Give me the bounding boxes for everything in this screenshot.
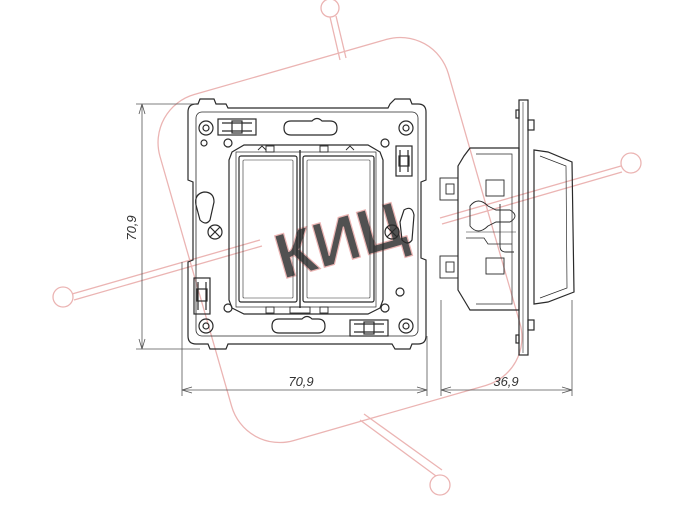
frame-hole xyxy=(380,303,390,313)
dim-label-depth: 36,9 xyxy=(493,374,518,389)
frame-hole xyxy=(380,138,390,148)
watermark: КИЦ xyxy=(52,0,642,496)
watermark-text: КИЦ xyxy=(267,187,414,293)
corner-screw-tl xyxy=(198,120,214,136)
front-view xyxy=(187,98,427,350)
watermark-line-left xyxy=(71,239,263,301)
side-body-inner xyxy=(476,153,513,305)
watermark-ring-bottom xyxy=(429,474,451,496)
dim-label-width: 70,9 xyxy=(288,374,313,389)
rocker-key-right xyxy=(302,155,375,303)
frame-hole xyxy=(200,139,208,147)
dimension-lines xyxy=(136,103,573,396)
dim-arrows-width xyxy=(181,386,428,394)
corner-screw-br xyxy=(398,318,414,334)
side-spring-clip xyxy=(469,200,516,232)
terminal-top xyxy=(217,118,257,136)
side-plate-tab xyxy=(527,319,535,331)
slot-bottom xyxy=(271,315,326,334)
side-wire-clip xyxy=(499,204,514,253)
side-terminal-lower xyxy=(439,255,505,279)
corner-screw-bl xyxy=(198,318,214,334)
side-mounting-plate xyxy=(518,99,529,356)
side-rocker-inner xyxy=(539,155,568,299)
mounting-frame xyxy=(187,98,427,350)
side-screw-left xyxy=(207,224,223,240)
dim-label-height: 70,9 xyxy=(124,215,139,240)
side-terminal-upper xyxy=(439,177,505,201)
side-plate-tab xyxy=(515,334,520,344)
watermark-line-right xyxy=(439,165,623,225)
bezel-clips-bottom xyxy=(265,306,329,314)
mechanism-bezel xyxy=(228,144,384,315)
slot-left xyxy=(195,191,215,224)
terminal-right xyxy=(395,145,413,177)
side-plate-tab xyxy=(527,119,535,131)
side-mechanism-body xyxy=(457,147,520,311)
terminal-bottom xyxy=(349,319,389,337)
dim-arrows-height xyxy=(138,103,146,350)
side-rocker-key xyxy=(533,149,575,305)
frame-hole xyxy=(223,138,233,148)
side-lever xyxy=(466,237,512,245)
watermark-ring-left xyxy=(52,286,74,308)
terminal-left xyxy=(193,277,211,315)
watermark-ring-right xyxy=(620,152,642,174)
frame-hole xyxy=(395,287,405,297)
watermark-ring-top xyxy=(320,0,340,18)
watermark-line-bottom xyxy=(359,413,443,477)
frame-inner-border xyxy=(195,111,419,337)
rocker-key-left xyxy=(238,155,298,303)
side-screw-right xyxy=(384,224,400,240)
side-plate-tab xyxy=(515,109,520,119)
side-view xyxy=(439,99,575,356)
slot-top xyxy=(283,117,338,136)
corner-screw-tr xyxy=(398,120,414,136)
slot-right xyxy=(399,207,415,244)
dim-arrows-depth xyxy=(440,386,573,394)
bezel-clips-top xyxy=(257,145,355,153)
